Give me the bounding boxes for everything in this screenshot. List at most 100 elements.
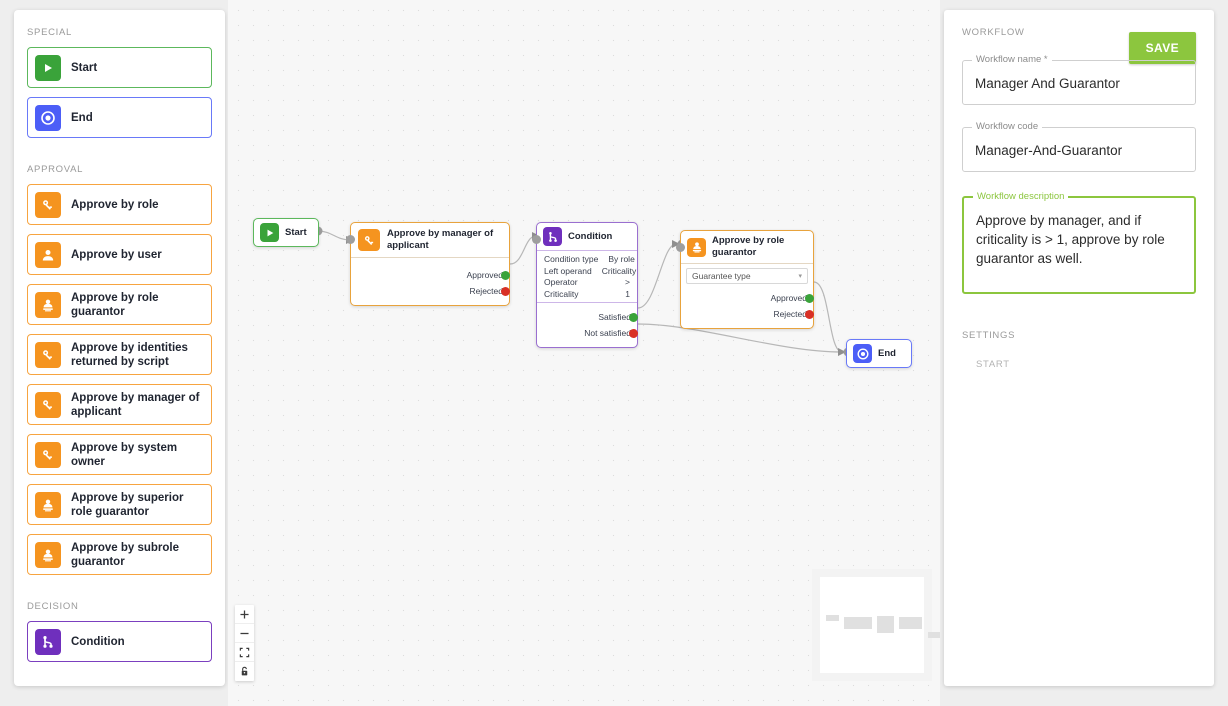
node-output-port-rejected[interactable]: Rejected <box>685 306 814 322</box>
node-output-port-approved[interactable]: Approved <box>685 290 814 306</box>
node-output-port-rejected[interactable]: Rejected <box>355 283 510 299</box>
minimap-node <box>928 632 940 638</box>
canvas-node-title: Start <box>285 226 307 238</box>
user-guarantor-icon <box>687 237 706 257</box>
canvas-node-approve-by-role-guarantor[interactable]: Approve by role guarantor Guarantee type… <box>676 230 814 329</box>
play-icon <box>35 54 61 81</box>
edge-condition-satisfied-to-guarantor <box>637 243 677 309</box>
status-dot-approved <box>501 270 510 280</box>
arrow-head <box>838 348 846 356</box>
palette-item-approve-by-identities-returned-by-script[interactable]: Approve by identities returned by script <box>27 334 212 375</box>
minimap-node <box>844 617 872 629</box>
workflow-code-field[interactable]: Workflow code Manager-And-Guarantor <box>962 121 1196 172</box>
palette-group-title-decision: DECISION <box>27 601 79 612</box>
canvas-node-start[interactable]: Start <box>253 218 319 247</box>
minimap-node <box>826 615 839 621</box>
property-value: 1 <box>625 288 630 299</box>
palette-item-approve-by-system-owner[interactable]: Approve by system owner <box>27 434 212 475</box>
divider <box>537 250 637 251</box>
status-dot-not-satisfied <box>629 328 638 338</box>
workflow-name-field[interactable]: Workflow name * Manager And Guarantor <box>962 54 1196 105</box>
stop-circle-icon <box>35 104 61 131</box>
divider <box>681 263 813 264</box>
palette-item-label: Approve by superior role guarantor <box>71 491 184 518</box>
chevron-down-icon: ▾ <box>798 273 802 280</box>
workflow-canvas[interactable]: Start Approve by manager of applicant Ap… <box>228 0 940 706</box>
canvas-node-approve-by-manager-of-applicant[interactable]: Approve by manager of applicant Approved… <box>346 222 510 306</box>
property-row-left-operand: Left operand Criticality <box>544 266 636 278</box>
palette-item-label: Approve by identities returned by script <box>71 341 188 368</box>
field-legend: Workflow code <box>972 121 1043 132</box>
node-output-port-satisfied[interactable]: Satisfied <box>541 309 638 325</box>
play-icon <box>260 223 279 242</box>
palette-item-condition[interactable]: Condition <box>27 621 212 662</box>
user-guarantor-icon <box>35 541 61 568</box>
workflow-description-textarea[interactable]: Approve by manager, and if criticality i… <box>976 213 1165 266</box>
fit-to-screen-icon[interactable] <box>235 643 254 662</box>
canvas-minimap[interactable] <box>812 569 940 681</box>
palette-item-start[interactable]: Start <box>27 47 212 88</box>
port-label: Rejected <box>773 309 807 319</box>
canvas-zoom-controls <box>235 605 254 681</box>
property-value: By role <box>608 254 635 264</box>
port-label: Rejected <box>469 286 503 296</box>
status-dot-rejected <box>805 309 814 319</box>
port-label: Approved <box>770 293 807 303</box>
palette-item-approve-by-subrole-guarantor[interactable]: Approve by subrole guarantor <box>27 534 212 575</box>
workflow-code-input[interactable]: Manager-And-Guarantor <box>975 143 1123 158</box>
node-palette-sidebar: SPECIAL Start End APPROVAL Approve by ro… <box>14 10 225 686</box>
workflow-name-input[interactable]: Manager And Guarantor <box>975 76 1120 91</box>
user-guarantor-icon <box>35 491 61 518</box>
zoom-in-button[interactable] <box>235 605 254 624</box>
divider <box>351 257 509 258</box>
key-icon <box>35 191 61 218</box>
property-value: > <box>625 277 630 287</box>
field-legend: Workflow name * <box>972 54 1052 65</box>
palette-item-label: End <box>71 111 93 124</box>
guarantee-type-select[interactable]: Guarantee type ▾ <box>686 268 808 284</box>
canvas-node-end[interactable]: End <box>846 339 912 368</box>
edge-condition-notsatisfied-to-end <box>637 323 843 353</box>
port-label: Satisfied <box>598 312 631 322</box>
minimap-viewport <box>820 577 940 673</box>
property-value: Criticality <box>601 265 637 276</box>
palette-item-approve-by-role-guarantor[interactable]: Approve by role guarantor <box>27 284 212 325</box>
panel-subsection-title-start: START <box>976 359 1010 370</box>
palette-item-approve-by-superior-role-guarantor[interactable]: Approve by superior role guarantor <box>27 484 212 525</box>
status-dot-satisfied <box>629 312 638 322</box>
palette-item-approve-by-role[interactable]: Approve by role <box>27 184 212 225</box>
palette-item-approve-by-user[interactable]: Approve by user <box>27 234 212 275</box>
node-output-port-approved[interactable]: Approved <box>355 267 510 283</box>
canvas-node-title: Condition <box>568 230 613 242</box>
key-icon <box>35 441 61 468</box>
user-icon <box>35 241 61 268</box>
field-legend: Workflow description <box>973 191 1069 202</box>
canvas-node-title: Approve by role guarantor <box>712 235 785 258</box>
palette-item-label: Condition <box>71 635 125 648</box>
node-input-port[interactable] <box>346 235 355 244</box>
unlock-icon[interactable] <box>235 662 254 681</box>
select-label: Guarantee type <box>692 271 751 281</box>
canvas-node-condition[interactable]: Condition Condition type By role Left op… <box>532 222 638 348</box>
node-input-port[interactable] <box>532 235 541 244</box>
palette-item-approve-by-manager-of-applicant[interactable]: Approve by manager of applicant <box>27 384 212 425</box>
workflow-properties-panel: WORKFLOW SAVE Workflow name * Manager An… <box>944 10 1214 686</box>
user-guarantor-icon <box>35 291 61 318</box>
palette-item-end[interactable]: End <box>27 97 212 138</box>
property-key: Operator <box>544 277 578 287</box>
palette-item-label: Start <box>71 61 98 74</box>
panel-section-title-workflow: WORKFLOW <box>962 27 1025 38</box>
canvas-node-title: Approve by manager of applicant <box>387 228 494 251</box>
property-row-condition-type: Condition type By role <box>544 254 635 266</box>
node-input-port[interactable] <box>676 243 685 252</box>
minimap-node <box>899 617 922 629</box>
property-key: Condition type <box>544 254 599 264</box>
workflow-description-field[interactable]: Workflow description Approve by manager,… <box>962 191 1196 294</box>
property-row-operator: Operator > <box>544 277 630 289</box>
palette-group-title-approval: APPROVAL <box>27 164 84 175</box>
save-button[interactable]: SAVE <box>1128 32 1196 64</box>
zoom-out-button[interactable] <box>235 624 254 643</box>
node-output-port-not-satisfied[interactable]: Not satisfied <box>541 325 638 341</box>
palette-item-label: Approve by manager of applicant <box>71 391 200 418</box>
